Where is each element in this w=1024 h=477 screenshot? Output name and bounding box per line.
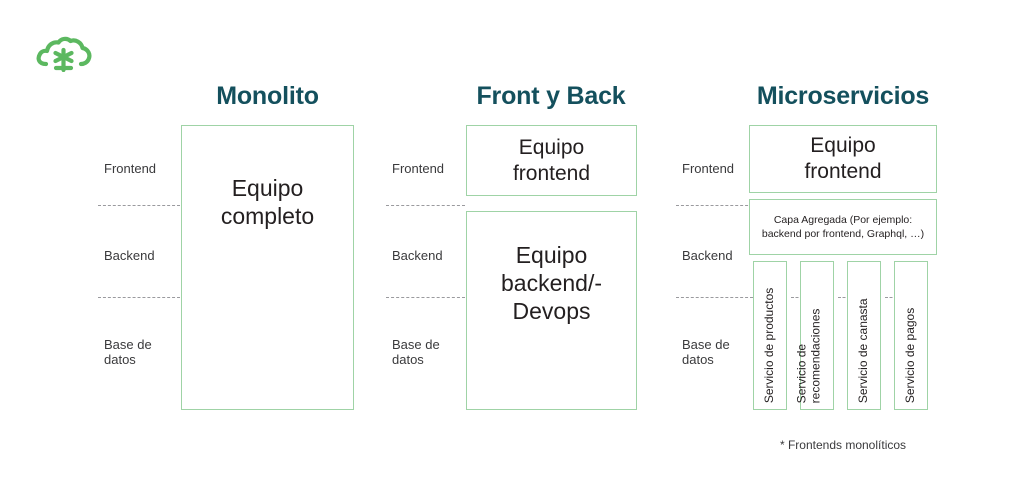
box-servicio-canasta[interactable]: Servicio de canasta — [847, 261, 881, 410]
divider-frontend-backend-front-y-back — [386, 205, 465, 206]
column-heading-front-y-back: Front y Back — [476, 82, 626, 110]
divider-between-service-1-2 — [791, 297, 803, 298]
cloud-tree-logo — [36, 32, 92, 73]
divider-frontend-backend-microservicios — [676, 205, 753, 206]
box-equipo-completo[interactable]: Equipo completo — [181, 125, 354, 410]
divider-backend-database-microservicios — [676, 297, 753, 298]
box-label-servicio-recomendaciones: Servicio de recomendaciones — [794, 308, 823, 403]
box-label-servicio-productos: Servicio de productos — [761, 287, 776, 403]
divider-between-service-2-3 — [838, 297, 850, 298]
box-equipo-frontend-microservicios[interactable]: Equipo frontend — [749, 125, 937, 193]
box-label-equipo-frontend: Equipo frontend — [512, 135, 591, 185]
box-equipo-backend-devops[interactable]: Equipo backend/- Devops — [466, 211, 637, 410]
divider-frontend-backend-monolito — [98, 205, 180, 206]
footnote-frontends-monoliticos: * Frontends monolíticos — [779, 438, 907, 452]
box-label-servicio-pagos: Servicio de pagos — [902, 307, 917, 403]
row-label-database-monolito: Base de datos — [104, 337, 152, 367]
box-label-equipo-completo: Equipo completo — [220, 175, 315, 230]
box-label-equipo-backend-devops: Equipo backend/- Devops — [500, 242, 602, 325]
row-label-backend-monolito: Backend — [104, 248, 155, 263]
row-label-backend-front-y-back: Backend — [392, 248, 443, 263]
row-label-backend-microservicios: Backend — [682, 248, 733, 263]
divider-backend-database-monolito — [98, 297, 180, 298]
row-label-database-microservicios: Base de datos — [682, 337, 730, 367]
row-label-frontend-front-y-back: Frontend — [392, 161, 445, 176]
box-servicio-recomendaciones[interactable]: Servicio de recomendaciones — [795, 261, 834, 410]
row-label-frontend-monolito: Frontend — [104, 161, 157, 176]
divider-between-service-3-4 — [885, 297, 897, 298]
column-heading-microservicios: Microservicios — [756, 82, 930, 110]
box-capa-agregada[interactable]: Capa Agregada (Por ejemplo: backend por … — [749, 199, 937, 255]
box-label-equipo-frontend: Equipo frontend — [804, 134, 882, 183]
box-servicio-productos[interactable]: Servicio de productos — [753, 261, 787, 410]
box-servicio-pagos[interactable]: Servicio de pagos — [894, 261, 928, 410]
box-equipo-frontend-front-y-back[interactable]: Equipo frontend — [466, 125, 637, 196]
divider-backend-database-front-y-back — [386, 297, 465, 298]
box-label-capa-agregada: Capa Agregada (Por ejemplo: backend por … — [761, 213, 925, 240]
box-label-servicio-canasta: Servicio de canasta — [855, 298, 870, 403]
row-label-frontend-microservicios: Frontend — [682, 161, 735, 176]
column-heading-monolito: Monolito — [216, 82, 319, 110]
row-label-database-front-y-back: Base de datos — [392, 337, 440, 367]
